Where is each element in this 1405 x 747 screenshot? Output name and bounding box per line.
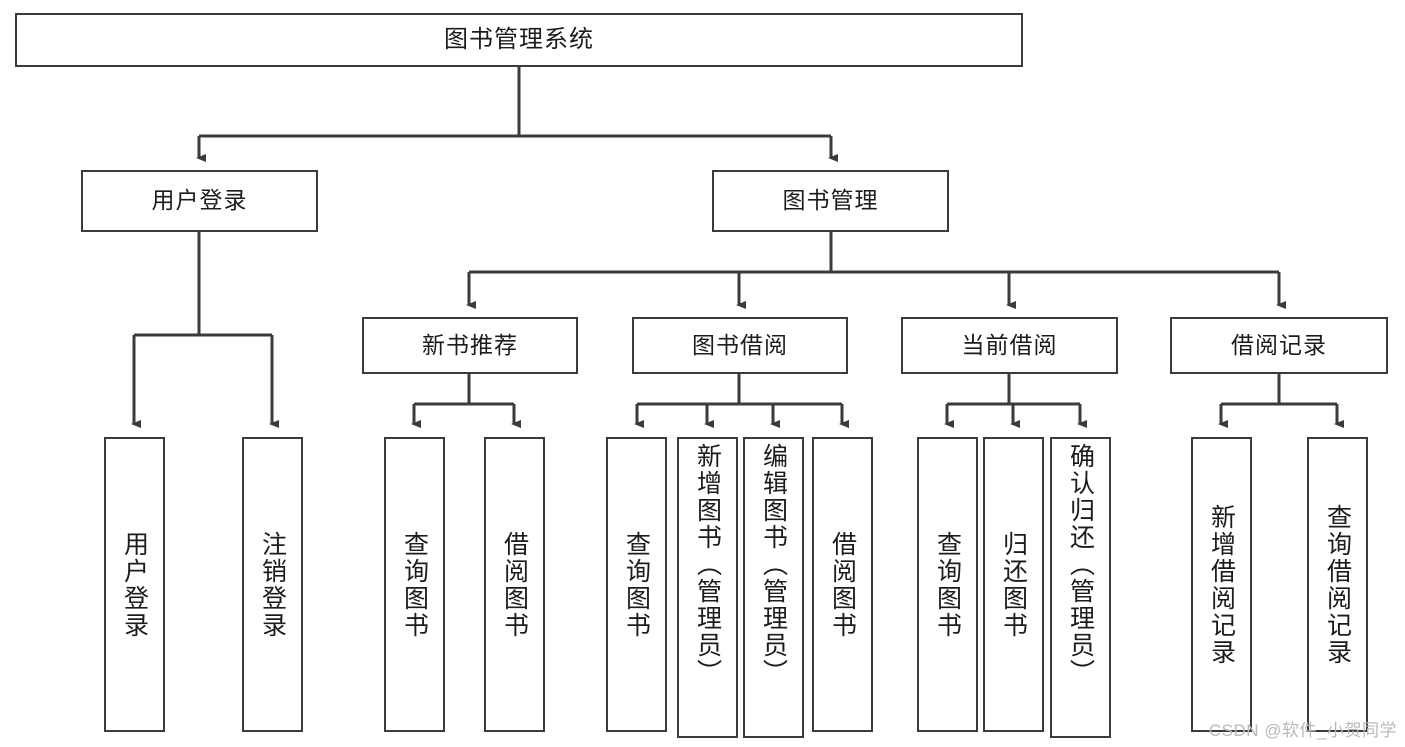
leaf-add-borrow-record[interactable]: 新增借阅记录 (1191, 437, 1252, 732)
node-label: 用户登录 (151, 187, 248, 214)
leaf-confirm-return-admin[interactable]: 确认归还（管理员） (1050, 437, 1111, 738)
leaf-query-book-current[interactable]: 查询图书 (917, 437, 978, 732)
leaf-logout-login[interactable]: 注销登录 (242, 437, 303, 732)
node-label: 查询图书 (400, 530, 429, 639)
node-label: 新书推荐 (422, 331, 518, 358)
node-current-borrow[interactable]: 当前借阅 (901, 317, 1118, 374)
leaf-query-borrow-record[interactable]: 查询借阅记录 (1307, 437, 1368, 732)
leaf-query-book-borrow[interactable]: 查询图书 (606, 437, 667, 732)
node-label: 借阅图书 (500, 530, 529, 639)
node-label: 用户登录 (120, 530, 149, 639)
node-borrow-record[interactable]: 借阅记录 (1170, 317, 1388, 374)
leaf-borrow-book[interactable]: 借阅图书 (812, 437, 873, 732)
node-label: 图书管理系统 (444, 25, 594, 53)
node-label: 新增借阅记录 (1207, 503, 1236, 666)
leaf-return-book[interactable]: 归还图书 (983, 437, 1044, 732)
node-label: 确认归还（管理员） (1066, 443, 1095, 686)
node-label: 借阅图书 (828, 530, 857, 639)
node-label: 图书管理 (782, 187, 879, 214)
leaf-borrow-book-recommend[interactable]: 借阅图书 (484, 437, 545, 732)
node-new-book-recommend[interactable]: 新书推荐 (362, 317, 578, 374)
node-label: 归还图书 (999, 530, 1028, 639)
node-label: 借阅记录 (1231, 331, 1327, 358)
node-label: 新增图书（管理员） (693, 443, 722, 686)
node-book-management-system[interactable]: 图书管理系统 (15, 13, 1023, 67)
node-label: 注销登录 (258, 530, 287, 639)
leaf-edit-book-admin[interactable]: 编辑图书（管理员） (743, 437, 804, 738)
node-book-borrow[interactable]: 图书借阅 (632, 317, 848, 374)
node-label: 图书借阅 (692, 331, 788, 358)
node-label: 查询图书 (622, 530, 651, 639)
node-label: 查询借阅记录 (1323, 503, 1352, 666)
node-book-management[interactable]: 图书管理 (712, 170, 949, 232)
leaf-query-book-recommend[interactable]: 查询图书 (384, 437, 445, 732)
leaf-add-book-admin[interactable]: 新增图书（管理员） (677, 437, 738, 738)
node-label: 编辑图书（管理员） (759, 443, 788, 686)
node-label: 当前借阅 (961, 331, 1058, 358)
leaf-user-login[interactable]: 用户登录 (104, 437, 165, 732)
node-label: 查询图书 (933, 530, 962, 639)
node-user-login[interactable]: 用户登录 (81, 170, 318, 232)
